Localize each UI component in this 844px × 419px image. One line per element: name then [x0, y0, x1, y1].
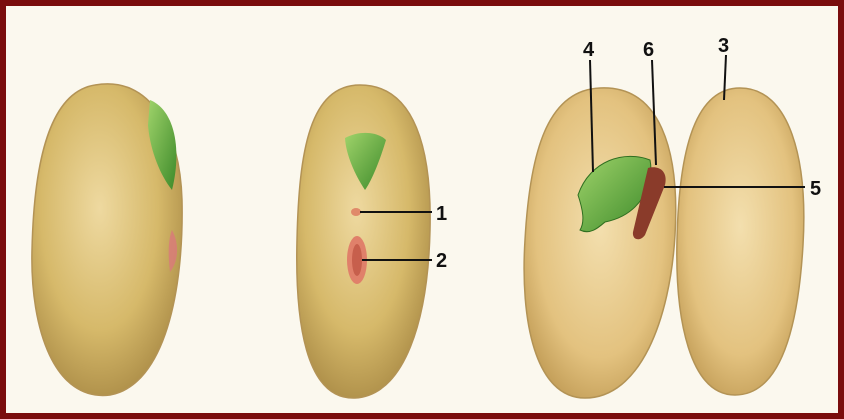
seed-front-view — [297, 85, 430, 398]
cotyledon-left — [524, 88, 676, 398]
opened-seed — [524, 88, 804, 398]
label-4: 4 — [583, 39, 595, 61]
whole-seed — [32, 84, 182, 396]
micropyle — [351, 208, 361, 216]
hilum-inner — [352, 244, 362, 276]
label-2: 2 — [436, 250, 447, 272]
label-5: 5 — [810, 178, 821, 200]
seed-coat — [297, 85, 430, 398]
label-1: 1 — [436, 203, 447, 225]
cotyledon-right — [677, 88, 804, 395]
label-6: 6 — [643, 39, 654, 61]
label-3: 3 — [718, 35, 729, 57]
